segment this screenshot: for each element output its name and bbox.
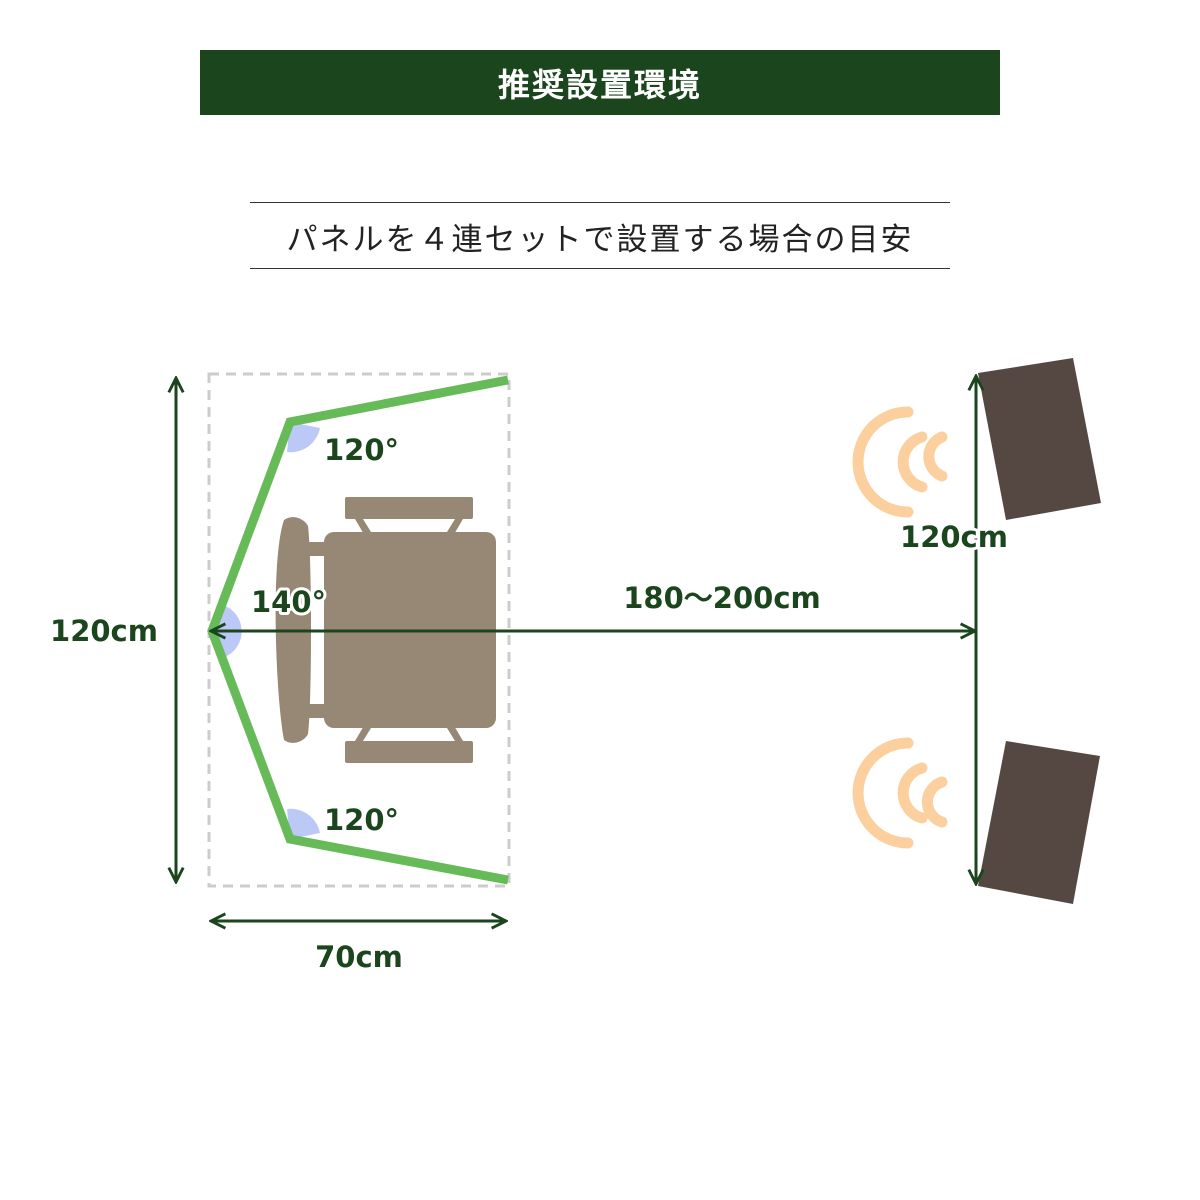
speaker-top bbox=[852, 358, 1101, 520]
angle-middle-label: 140° bbox=[251, 585, 326, 619]
speaker-bottom bbox=[852, 737, 1100, 904]
page-title-banner: 推奨設置環境 bbox=[200, 50, 1000, 115]
subtitle: パネルを４連セットで設置する場合の目安 bbox=[286, 221, 914, 258]
angle-bottom-label: 120° bbox=[324, 803, 399, 837]
angle-top-label: 120° bbox=[324, 433, 399, 467]
angle-marker-top bbox=[287, 422, 320, 453]
page-title: 推奨設置環境 bbox=[497, 65, 702, 104]
panel-height-label: 120cm bbox=[50, 614, 158, 648]
speaker-spacing-label: 120cm bbox=[900, 520, 1008, 554]
subtitle-top-rule bbox=[250, 202, 950, 203]
subtitle-bottom-rule bbox=[250, 268, 950, 269]
angle-marker-bottom bbox=[287, 808, 320, 839]
listening-distance-label: 180〜200cm bbox=[623, 581, 820, 615]
panel-depth-label: 70cm bbox=[315, 940, 403, 974]
